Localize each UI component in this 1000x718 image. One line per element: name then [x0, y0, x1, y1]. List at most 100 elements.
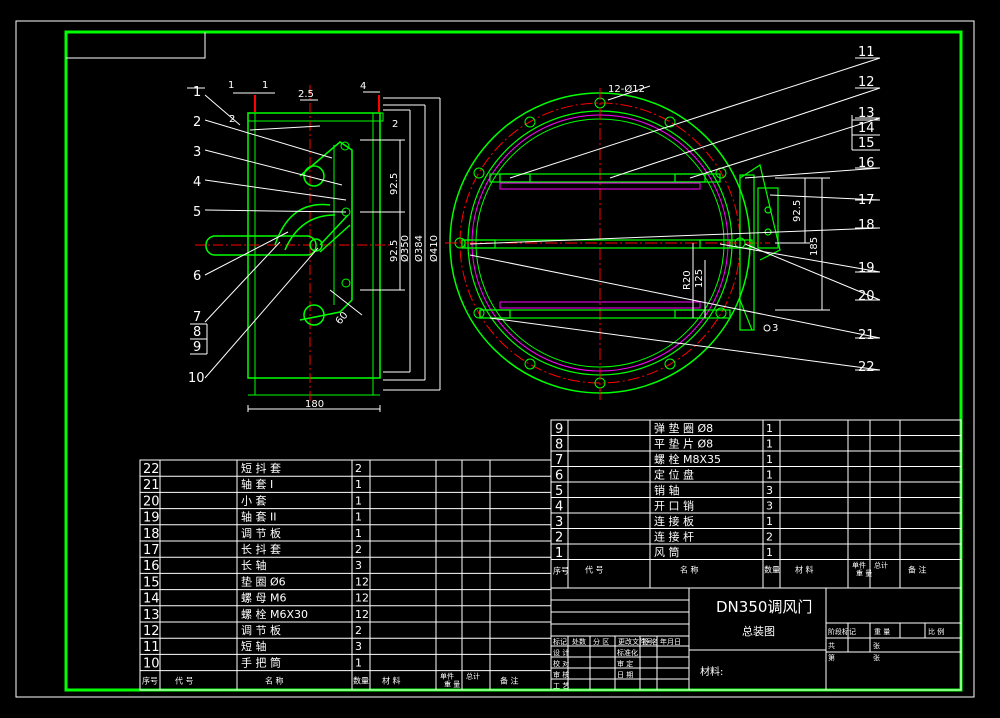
- label-21: 21: [858, 328, 875, 343]
- label-2: 2: [193, 115, 201, 130]
- bom-left-no: 19: [143, 511, 160, 526]
- bom-left-name: 轴 套 II: [241, 510, 276, 524]
- label-18: 18: [858, 218, 875, 233]
- drawing-subtitle: 总装图: [742, 624, 775, 638]
- bom-right-no: 7: [555, 453, 563, 468]
- label-22: 22: [858, 360, 875, 375]
- dim-92-5: 92.5: [792, 200, 803, 222]
- mid-cell: 标准化: [617, 648, 638, 657]
- label-17: 17: [858, 193, 875, 208]
- bom-right-head-weight: 重 量: [856, 570, 872, 578]
- bom-right-head-remark: 备 注: [908, 565, 927, 575]
- bom-left-name: 长 抖 套: [241, 542, 281, 556]
- bom-right-no: 6: [555, 469, 563, 484]
- right-head-cell: 比 例: [928, 627, 944, 636]
- code-box: [66, 32, 206, 59]
- bom-left-no: 20: [143, 494, 160, 509]
- label-10: 10: [188, 371, 205, 386]
- label-14: 14: [858, 121, 875, 136]
- bom-left-name: 轴 套 I: [241, 477, 273, 491]
- sheet-cell: 第: [828, 653, 835, 662]
- bom-left-qty: 1: [355, 478, 362, 491]
- dim-dia-410: Ø410: [428, 235, 440, 262]
- dim-1b: 1: [262, 80, 268, 91]
- bom-right-qty: 1: [766, 453, 773, 466]
- bom-left-name: 短 轴: [241, 639, 267, 653]
- bom-right-qty: 2: [766, 531, 773, 544]
- bom-left-no: 18: [143, 527, 160, 542]
- drawing-title: DN350调风门: [716, 598, 812, 616]
- bom-left-no: 14: [143, 592, 160, 607]
- bom-right-qty: 1: [766, 546, 773, 559]
- dim-92-5-b: 92.5: [389, 240, 400, 262]
- bom-right-name: 定 位 盘: [654, 468, 694, 482]
- bom-left-head-qty: 数量: [353, 676, 369, 686]
- bom-right-head-total: 总计: [874, 561, 888, 570]
- rev-header-cell: 标记: [553, 637, 567, 646]
- bom-left-no: 15: [143, 575, 160, 590]
- bom-left-qty: 12: [355, 608, 369, 621]
- dim-92-5-a: 92.5: [389, 173, 400, 195]
- dim-dia-384: Ø384: [413, 235, 425, 262]
- bom-right-qty: 3: [766, 500, 773, 513]
- bom-right-head-single: 单件: [852, 561, 866, 570]
- bom-right-qty: 1: [766, 438, 773, 451]
- bom-left-qty: 12: [355, 592, 369, 605]
- bom-right-head-no: 序号: [553, 566, 569, 576]
- bom-left-head-weight: 重 量: [444, 681, 460, 689]
- bom-right-no: 2: [555, 531, 563, 546]
- bom-left-qty: 3: [355, 559, 362, 572]
- bom-right-no: 8: [555, 438, 563, 453]
- label-1: 1: [193, 85, 201, 100]
- bom-left-no: 12: [143, 624, 160, 639]
- bom-right-name: 螺 栓 M8X35: [654, 452, 721, 466]
- bom-right-name: 销 轴: [654, 483, 680, 497]
- dim-4: 4: [360, 81, 366, 92]
- bom-left-no: 17: [143, 543, 160, 558]
- bom-left-name: 螺 母 M6: [241, 592, 286, 605]
- dim-2a: 2: [229, 114, 235, 125]
- bom-left-qty: 3: [355, 640, 362, 653]
- bom-right-no: 3: [555, 515, 563, 530]
- rev-header-cell: 处数: [572, 637, 586, 646]
- dim-180: 180: [305, 399, 324, 410]
- role-cell: 设 计: [553, 648, 569, 657]
- rev-header-cell: 年月日: [660, 637, 681, 646]
- bom-right-qty: 3: [766, 484, 773, 497]
- material-label: 材料:: [700, 665, 723, 678]
- front-view: 12-Ø12 92.5 185 R20 125 3 11 12 13 14 15…: [445, 45, 881, 400]
- dim-2b: 2: [392, 119, 398, 130]
- label-8: 8: [193, 325, 201, 340]
- bom-right-head-name: 名 称: [680, 565, 699, 575]
- bom-left-name: 小 套: [241, 494, 267, 507]
- label-4: 4: [193, 175, 201, 190]
- dim-r20: R20: [682, 270, 693, 290]
- label-15: 15: [858, 136, 875, 151]
- bom-left-qty: 1: [355, 511, 362, 524]
- bom-left-qty: 2: [355, 624, 362, 637]
- bom-left-head-name: 名 称: [265, 676, 284, 686]
- bom-left-head-code: 代 号: [175, 676, 194, 686]
- role-cell: 工 艺: [553, 682, 569, 690]
- mid-cell: 审 定: [617, 659, 633, 668]
- bom-left-name: 垫 圈 Ø6: [241, 574, 286, 588]
- bom-left-qty: 1: [355, 656, 362, 669]
- bom-left-qty: 2: [355, 462, 362, 475]
- bom-left-qty: 12: [355, 575, 369, 588]
- bom-right-qty: 1: [766, 469, 773, 482]
- role-cell: 校 对: [553, 659, 569, 668]
- title-block: [550, 587, 962, 691]
- sheet-cell: 张: [873, 641, 880, 650]
- dim-185: 185: [809, 237, 820, 256]
- bom-right-name: 弹 垫 圈 Ø8: [654, 421, 713, 435]
- bom-right-qty: 1: [766, 422, 773, 435]
- bom-left-name: 调 节 板: [241, 623, 281, 637]
- label-20: 20: [858, 289, 875, 304]
- bom-right-no: 4: [555, 500, 563, 515]
- bom-left-table: [139, 459, 552, 691]
- rev-header-cell: 分 区: [593, 637, 609, 646]
- label-6: 6: [193, 269, 201, 284]
- dim-125: 125: [694, 269, 705, 288]
